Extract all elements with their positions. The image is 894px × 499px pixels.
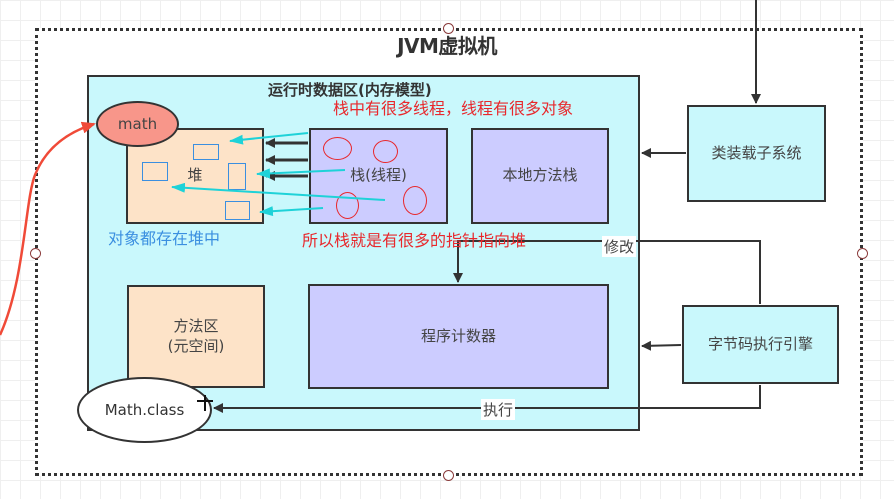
heap-object	[142, 162, 168, 181]
execution-engine-label: 字节码执行引擎	[707, 334, 813, 353]
method-area-sublabel: (元空间)	[167, 336, 225, 355]
heap-object	[225, 201, 250, 220]
jvm-title: JVM虚拟机	[397, 34, 497, 58]
annotation-pointer-note: 所以栈就是有很多的指针指向堆	[302, 231, 527, 250]
stack-frame-circle	[373, 140, 398, 163]
native-stack-label: 本地方法栈	[502, 166, 578, 185]
stack-frame-circle	[336, 192, 359, 219]
heap-label: 堆	[187, 166, 203, 185]
crosshair-cursor-icon	[197, 395, 213, 411]
math-object-badge[interactable]: math	[96, 101, 179, 147]
class-loader-label: 类装载子系统	[711, 143, 802, 162]
program-counter-box[interactable]: 程序计数器	[308, 284, 609, 389]
stack-frame-circle	[403, 186, 427, 215]
method-area-label: 方法区	[173, 317, 219, 335]
math-class-node[interactable]: Math.class	[77, 377, 212, 443]
resize-handle-bottom[interactable]	[443, 470, 454, 481]
stack-frame-circle	[323, 137, 352, 160]
annotation-heap-note: 对象都存在堆中	[108, 229, 221, 248]
execution-engine-box[interactable]: 字节码执行引擎	[682, 305, 839, 384]
class-loader-box[interactable]: 类装载子系统	[687, 105, 826, 202]
edge-label-modify: 修改	[602, 236, 637, 257]
math-badge-label: math	[117, 115, 158, 133]
resize-handle-right[interactable]	[857, 248, 868, 259]
heap-object	[228, 163, 246, 190]
resize-handle-left[interactable]	[30, 248, 41, 259]
heap-object	[193, 144, 219, 160]
program-counter-label: 程序计数器	[420, 326, 496, 345]
native-method-stack-box[interactable]: 本地方法栈	[471, 128, 609, 224]
stack-label: 栈(线程)	[350, 166, 407, 185]
annotation-stack-note: 栈中有很多线程，线程有很多对象	[333, 99, 574, 118]
method-area-box[interactable]: 方法区 (元空间)	[127, 285, 265, 388]
math-class-label: Math.class	[104, 401, 185, 419]
resize-handle-top[interactable]	[443, 23, 454, 34]
runtime-area-title: 运行时数据区(内存模型)	[268, 81, 432, 99]
edge-label-execute: 执行	[481, 399, 516, 420]
